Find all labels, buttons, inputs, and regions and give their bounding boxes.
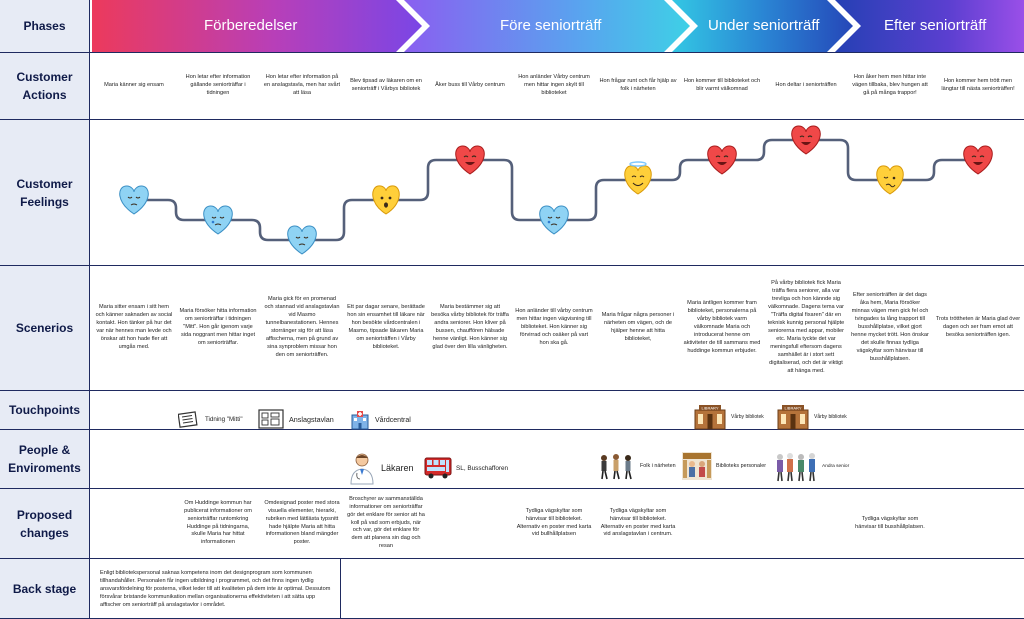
crowd-icon xyxy=(601,454,632,480)
row-header-scenerios: Scenerios xyxy=(0,266,90,390)
backstage-divider xyxy=(340,559,341,618)
proposed-4: Broschyrer av sammanställda informatione… xyxy=(347,495,425,550)
phase-banner-graphic xyxy=(92,0,1024,52)
notice-board-icon xyxy=(258,409,284,429)
doctor-icon xyxy=(350,453,374,485)
row-header-customer-actions: Customer Actions xyxy=(0,53,90,119)
action-9: Hon deltar i seniorträffen xyxy=(775,82,837,89)
action-8: Hon kommer till biblioteket och blir var… xyxy=(683,78,761,92)
feeling-worried-icon xyxy=(203,205,233,235)
person-sl-label: SL, Busschafforen xyxy=(456,464,509,472)
touchpoint-vardby-bibliotek-1: LIBRARY Vårby bibliotek xyxy=(693,404,764,430)
proposed-7: Tydliga vägskyltar som hänvisar till bib… xyxy=(600,507,676,538)
feelings-journey xyxy=(92,120,1024,265)
action-1: Maria känner sig ensam xyxy=(104,82,164,89)
people-folk-label: Folk i närheten xyxy=(640,463,676,469)
action-10: Hon åker hem men hittar inte vägen tillb… xyxy=(852,74,928,96)
scenario-9: På vårby bibliotek fick Maria träffa fle… xyxy=(767,280,845,374)
action-11: Hon kommer hem trött men längtar till nä… xyxy=(941,78,1015,92)
feeling-halo-smile-icon xyxy=(624,161,652,195)
touchpoint-tidning: Tidning "Mitti" xyxy=(178,410,243,428)
action-5: Åker buss till Vårby centrum xyxy=(435,82,505,89)
phase-label-forberedelser: Förberedelser xyxy=(204,17,298,34)
phase-label-fore-seniortraff: Före seniorträff xyxy=(500,17,602,34)
scenario-7: Maria frågar några personer i närheten o… xyxy=(601,312,675,342)
proposed-2: Om Huddinge kommun har publicerat inform… xyxy=(184,499,252,546)
action-4: Blev tipsad av läkaren om en seniorträff… xyxy=(350,78,422,92)
touchpoint-vardcentral-label: Vårdcentral xyxy=(375,416,411,424)
svg-text:LIBRARY: LIBRARY xyxy=(784,406,801,411)
touchpoint-vardby-label-2: Vårby bibliotek xyxy=(814,414,847,420)
feeling-pensive-icon xyxy=(287,225,317,255)
scenario-8: Maria äntligen kommer fram biblioteket, … xyxy=(683,300,761,354)
scenario-2: Maria försöker hitta information om seni… xyxy=(179,308,257,346)
people-biblioteks-personaler: Biblioteks personaler xyxy=(682,452,766,480)
scenario-11: Trots tröttheten är Maria glad över dage… xyxy=(935,316,1021,338)
people-andra-senior: Andra senior xyxy=(774,450,849,482)
scenario-4: Ett par dagar senare, berättade hon sin … xyxy=(347,304,425,350)
feeling-sad-tear-icon xyxy=(539,205,569,235)
action-7: Hon frågar runt och får hjälp av folk i … xyxy=(599,78,677,92)
people-andra-label: Andra senior xyxy=(822,463,850,469)
feeling-sad-icon xyxy=(119,185,149,215)
row-header-touchpoints: Touchpoints xyxy=(0,391,90,429)
action-3: Hon letar efter information på en anslag… xyxy=(263,74,341,96)
library-building-icon: LIBRARY xyxy=(777,405,809,430)
backstage-text: Enligt bibliotekspersonal saknas kompete… xyxy=(100,569,331,609)
phase-banner: Förberedelser Före seniorträff Under sen… xyxy=(92,0,1024,52)
people-folk-i-narheten: Folk i närheten xyxy=(598,452,676,480)
library-building-icon: LIBRARY xyxy=(694,405,726,430)
person-sl-busschafforen: SL, Busschafforen xyxy=(424,457,508,479)
feeling-surprised-icon xyxy=(372,185,400,215)
hospital-icon xyxy=(351,411,369,430)
feeling-smiling-love-icon xyxy=(707,145,737,175)
touchpoint-anslagstavlan: Anslagstavlan xyxy=(258,409,334,429)
row-header-people-environments: People & Enviroments xyxy=(0,430,90,488)
row-header-back-stage: Back stage xyxy=(0,559,90,619)
scenario-1: Maria sitter ensam i sitt hem och känner… xyxy=(95,304,173,350)
people-personal-label: Biblioteks personaler xyxy=(716,463,767,469)
feeling-happy-love-icon xyxy=(455,145,485,175)
proposed-6: Tydliga vägskyltar som hänvisar till bib… xyxy=(516,507,592,538)
action-6: Hon anländer Vårby centrum men hittar in… xyxy=(518,74,590,96)
feeling-woozy-icon xyxy=(876,165,904,195)
row-header-phases: Phases xyxy=(0,0,90,52)
touchpoint-vardby-bibliotek-2: LIBRARY Vårby bibliotek xyxy=(776,404,847,430)
touchpoint-vardcentral: Vårdcentral xyxy=(350,410,411,430)
phase-label-under-seniortraff: Under seniorträff xyxy=(708,17,820,34)
bus-icon xyxy=(424,457,452,479)
person-lakaren-label: Läkaren xyxy=(381,463,414,473)
staff-icon xyxy=(682,452,712,480)
proposed-3: Omdesignad poster med stora visuella ele… xyxy=(264,499,340,546)
row-header-proposed-changes: Proposed changes xyxy=(0,489,90,558)
proposed-10: Tydliga vägskyltar som hänvisar till bus… xyxy=(855,515,925,530)
touchpoint-tidning-label: Tidning "Mitti" xyxy=(205,415,243,423)
scenario-6: Hon anländer till vårby centrum men hitt… xyxy=(515,308,593,346)
scenario-5: Maria bestämmer sig att besöka vårby bib… xyxy=(431,304,509,350)
feelings-curve xyxy=(119,125,993,255)
action-2: Hon letar efter information gällande sen… xyxy=(185,74,251,96)
seniors-group-icon xyxy=(777,453,815,482)
touchpoint-anslagstavlan-label: Anslagstavlan xyxy=(289,414,334,424)
svg-text:LIBRARY: LIBRARY xyxy=(701,406,718,411)
newspaper-icon xyxy=(178,411,198,428)
row-header-customer-feelings: Customer Feelings xyxy=(0,120,90,265)
scenario-3: Maria gick för en promenad och stannad v… xyxy=(264,296,340,358)
phase-label-efter-seniortraff: Efter seniorträff xyxy=(884,17,987,34)
feeling-love-eyes-icon xyxy=(791,125,821,155)
touchpoint-vardby-label-1: Vårby bibliotek xyxy=(731,414,764,420)
scenario-10: Efter seniorträffen är det dags åka hem,… xyxy=(851,292,929,362)
feeling-grin-love-icon xyxy=(963,145,993,175)
person-lakaren: Läkaren xyxy=(347,451,414,485)
